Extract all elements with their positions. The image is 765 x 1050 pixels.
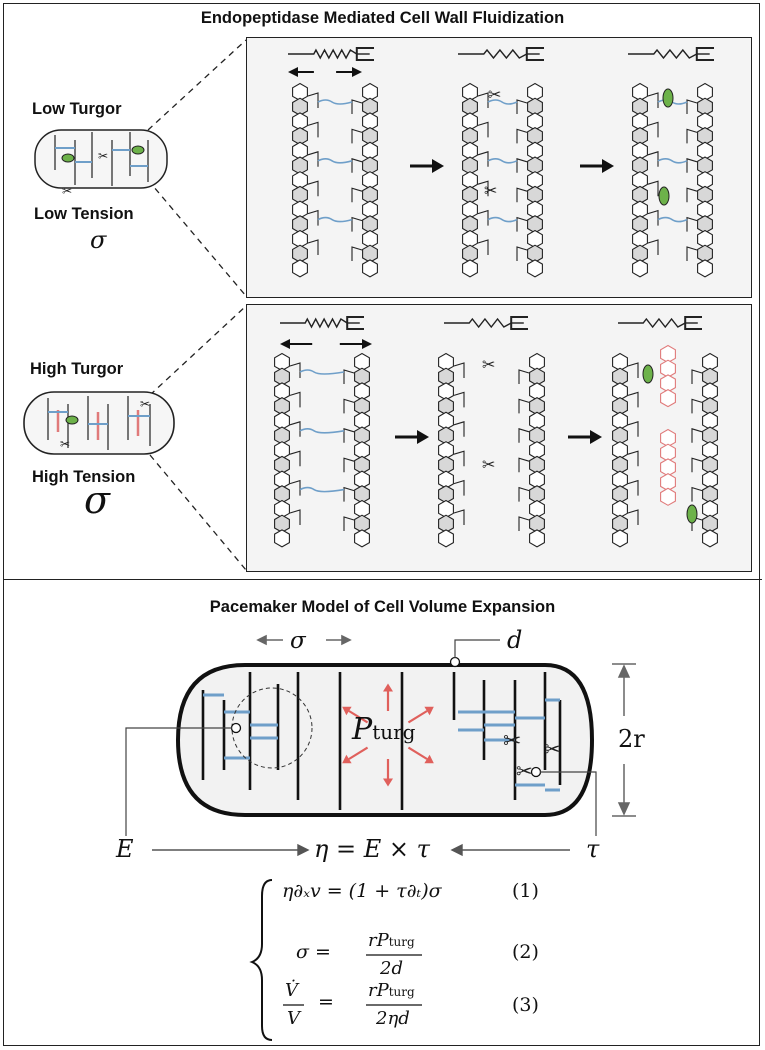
pacemaker-title: Pacemaker Model of Cell Volume Expansion <box>209 598 556 616</box>
glycan-strand <box>527 82 543 278</box>
svg-text:✂: ✂ <box>482 455 495 474</box>
equation-3-numerator: rPturg <box>368 980 415 1001</box>
low-turgor-strands <box>288 47 714 261</box>
glycan-strand <box>660 487 676 506</box>
high-turgor-strands <box>280 316 703 531</box>
pacemaker-cell <box>175 663 595 817</box>
E-label: E <box>116 835 134 863</box>
low-sigma: σ <box>90 226 107 254</box>
glycan-strand <box>462 82 478 278</box>
section-divider <box>3 579 762 580</box>
glycan-strand <box>292 82 308 278</box>
equation-3-number: (3) <box>512 994 539 1016</box>
low-tension-label: Low Tension <box>34 205 134 223</box>
equation-2-denominator: 2d <box>380 958 403 979</box>
low-turgor-label: Low Turgor <box>32 100 122 118</box>
equation-3-denominator: 2ηd <box>376 1008 410 1029</box>
glycan-strand <box>632 82 648 278</box>
glycan-strand <box>354 352 370 548</box>
sigma-arrows <box>256 634 352 646</box>
svg-text:✂: ✂ <box>62 184 72 198</box>
p-turg-label: Pturg <box>352 712 416 747</box>
tau-marker <box>530 766 542 778</box>
cell-wall-strands <box>201 672 562 810</box>
equation-3-equals: = <box>318 991 334 1013</box>
glycan-strand <box>697 82 713 278</box>
svg-text:✂: ✂ <box>503 729 521 754</box>
pacemaker-sigma: σ <box>290 628 306 654</box>
equation-3-lhs-den: V <box>287 1008 300 1029</box>
svg-text:✂: ✂ <box>544 737 561 761</box>
glycan-strand <box>529 352 545 548</box>
E-marker <box>230 722 242 734</box>
zoom-line-lower <box>147 179 247 297</box>
equation-2-numerator: rPturg <box>368 930 415 951</box>
glycan-strand <box>362 82 378 278</box>
high-tension-label: High Tension <box>32 468 136 486</box>
low-turgor-cell-icon: ✂ ✂ <box>34 129 168 198</box>
fluidization-diagram: ✂ ✂ ✂ ✂ ✂✂✂✂ <box>23 39 718 571</box>
glycan-strand <box>274 352 290 548</box>
svg-text:✂: ✂ <box>60 437 70 451</box>
equation-1: η∂ₓv = (1 + τ∂ₜ)σ <box>282 880 442 902</box>
zoom-line-lower-2 <box>149 454 247 571</box>
equation-3-lhs-num: V̇ <box>285 980 298 1001</box>
equation-brace <box>249 879 273 1041</box>
fluidization-title: Endopeptidase Mediated Cell Wall Fluidiz… <box>200 9 565 27</box>
svg-text:✂: ✂ <box>140 397 150 411</box>
detail-circle <box>231 687 313 769</box>
zoom-line-upper <box>147 39 247 131</box>
two-r-label: 2r <box>618 725 645 753</box>
glycan-strand <box>612 352 628 548</box>
eta-equation: η = E × τ <box>314 835 430 863</box>
high-sigma: σ <box>84 478 110 522</box>
d-marker <box>449 656 461 668</box>
svg-text:✂: ✂ <box>482 355 495 374</box>
high-turgor-label: High Turgor <box>30 360 124 378</box>
svg-text:✂: ✂ <box>98 149 108 163</box>
high-turgor-cell-icon: ✂ ✂ <box>23 391 175 455</box>
d-label: d <box>507 626 523 654</box>
radius-arrow <box>612 663 636 817</box>
svg-text:✂: ✂ <box>488 85 501 104</box>
glycan-strand <box>702 352 718 548</box>
tau-label: τ <box>586 835 600 863</box>
turgor-arrows <box>342 683 434 787</box>
equation-2-lhs: σ = <box>296 941 331 963</box>
low-turgor-panel <box>246 37 752 298</box>
equation-1-number: (1) <box>512 880 539 902</box>
svg-text:✂: ✂ <box>484 181 497 200</box>
svg-text:✂: ✂ <box>516 759 533 783</box>
figure-frame <box>3 3 760 1046</box>
equation-2-number: (2) <box>512 941 539 963</box>
glycan-strand <box>438 352 454 548</box>
glycan-strand <box>660 388 676 408</box>
